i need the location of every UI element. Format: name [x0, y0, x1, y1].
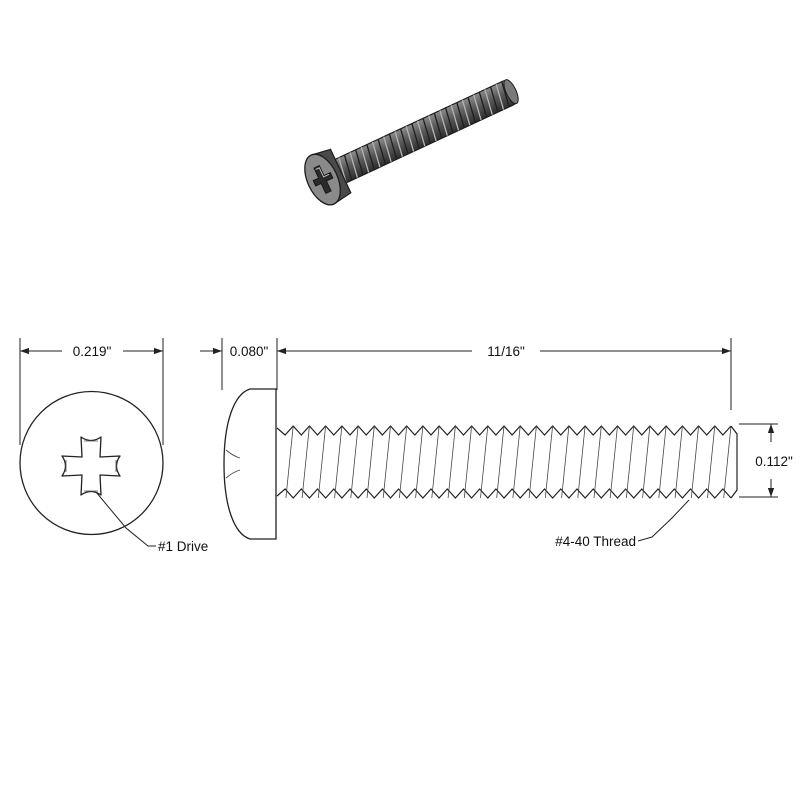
recess-inner-edges [65, 440, 117, 492]
isometric-screw-render [304, 79, 519, 206]
iso-shank-end [503, 79, 519, 105]
front-view: 0.219" #1 Drive [19, 338, 208, 554]
head-profile [223, 388, 277, 540]
phillips-drive-recess [61, 436, 121, 496]
iso-thread-ridges [338, 81, 510, 184]
thread-leader-line [637, 499, 690, 542]
thread-profile [276, 425, 738, 499]
drive-leader-line [95, 491, 156, 547]
head-height-label: 0.080" [230, 344, 269, 359]
length-label: 11/16" [487, 344, 525, 359]
thread-callout-label: #4-40 Thread [555, 534, 636, 549]
iso-drive-recess [312, 165, 334, 195]
head-diameter-label: 0.219" [73, 344, 112, 359]
side-view: 0.080" 11/16" 0.112" #4-40 Thread [200, 338, 793, 549]
thread-diameter-label: 0.112" [755, 454, 793, 469]
drive-callout-label: #1 Drive [158, 539, 208, 554]
head-recess-hint [225, 449, 241, 479]
